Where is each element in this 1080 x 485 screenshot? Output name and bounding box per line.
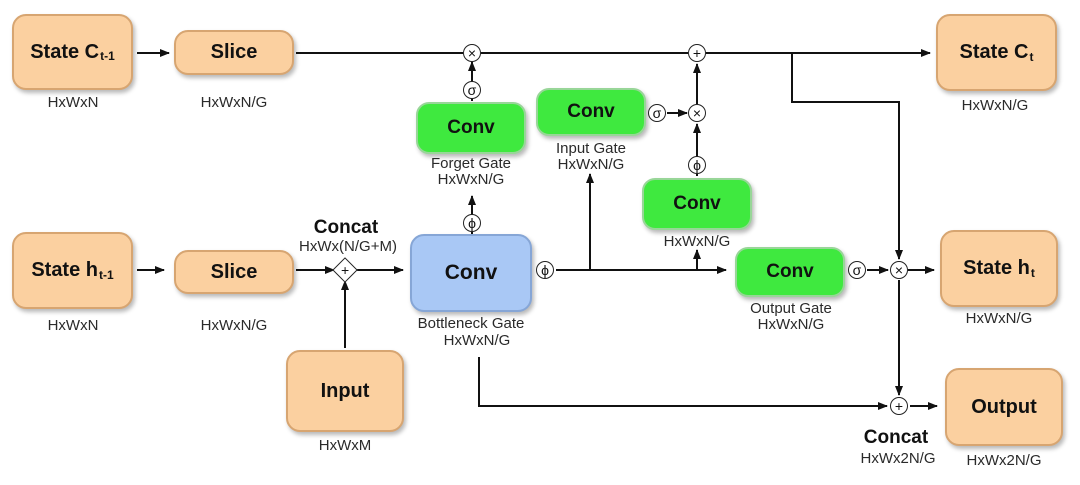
bottleneck-dim: HxWxN/G	[443, 332, 511, 349]
state-h-prev-subscript: t-1	[99, 267, 114, 282]
state-c-prev-subscript: t-1	[100, 49, 115, 63]
arrow-cnext-to-output-mult	[791, 53, 903, 260]
state-c-next-label: State C	[959, 41, 1029, 63]
output-gate-conv: Conv	[735, 247, 845, 297]
state-c-next-dim: HxWxN/G	[961, 97, 1029, 114]
output-box: Output	[945, 368, 1063, 446]
concat-output-op: +	[890, 397, 908, 415]
slice-bottom-label: Slice	[210, 260, 258, 283]
state-h-next-subscript: t	[1030, 265, 1035, 280]
forget-sigmoid-op: σ	[463, 81, 481, 99]
forget-gate-caption: Forget Gate	[430, 155, 512, 172]
forget-multiply-op: ×	[463, 44, 481, 62]
output-sigmoid-op: σ	[848, 261, 866, 279]
input-gate-dim: HxWxN/G	[557, 156, 625, 173]
input-multiply-op: ×	[688, 104, 706, 122]
forget-gate-dim: HxWxN/G	[437, 171, 505, 188]
output-gate-conv-label: Conv	[766, 261, 814, 282]
state-h-next-label: State h	[963, 257, 1030, 279]
slice-top-box: Slice	[174, 30, 294, 75]
state-c-prev-label: State C	[30, 40, 100, 63]
bottleneck-conv: Conv	[410, 234, 532, 312]
slice-bottom-dim: HxWxN/G	[200, 317, 268, 334]
state-h-prev-label: State h	[31, 259, 98, 281]
forget-gate-conv: Conv	[416, 102, 526, 154]
slice-top-label: Slice	[210, 41, 258, 63]
state-c-prev-dim: HxWxN	[47, 94, 99, 111]
concat-input-dim: HxWx(N/G+M)	[299, 238, 397, 255]
bottleneck-phi-op: ϕ	[536, 261, 554, 279]
candidate-conv-label: Conv	[673, 193, 721, 214]
output-label: Output	[971, 395, 1037, 418]
forget-gate-conv-label: Conv	[447, 117, 495, 138]
cell-add-op: +	[688, 44, 706, 62]
candidate-dim: HxWxN/G	[663, 233, 731, 250]
input-label: Input	[320, 379, 370, 402]
slice-top-dim: HxWxN/G	[200, 94, 268, 111]
bottleneck-caption: Bottleneck Gate	[417, 315, 525, 332]
slice-bottom-box: Slice	[174, 250, 294, 294]
bottleneck-conv-label: Conv	[444, 261, 498, 284]
input-sigmoid-op: σ	[648, 104, 666, 122]
output-dim: HxWx2N/G	[966, 452, 1042, 469]
input-gate-caption: Input Gate	[555, 140, 627, 157]
concat-input-label: Concat	[313, 217, 379, 238]
state-c-next-subscript: t	[1029, 49, 1034, 64]
input-dim: HxWxM	[318, 437, 372, 454]
input-gate-conv-label: Conv	[567, 101, 615, 122]
input-box: Input	[286, 350, 404, 432]
forget-phi-op: ϕ	[463, 214, 481, 232]
state-h-next-dim: HxWxN/G	[965, 310, 1033, 327]
input-gate-conv: Conv	[536, 88, 646, 136]
candidate-conv: Conv	[642, 178, 752, 230]
concat-output-dim: HxWx2N/G	[860, 450, 936, 467]
output-gate-caption: Output Gate	[750, 300, 832, 317]
arrow-bottleneck-to-output-concat	[478, 357, 888, 410]
concat-output-label: Concat	[863, 427, 929, 448]
output-gate-dim: HxWxN/G	[757, 316, 825, 333]
output-multiply-op: ×	[890, 261, 908, 279]
state-h-prev-dim: HxWxN	[47, 317, 99, 334]
candidate-phi-op: ϕ	[688, 156, 706, 174]
